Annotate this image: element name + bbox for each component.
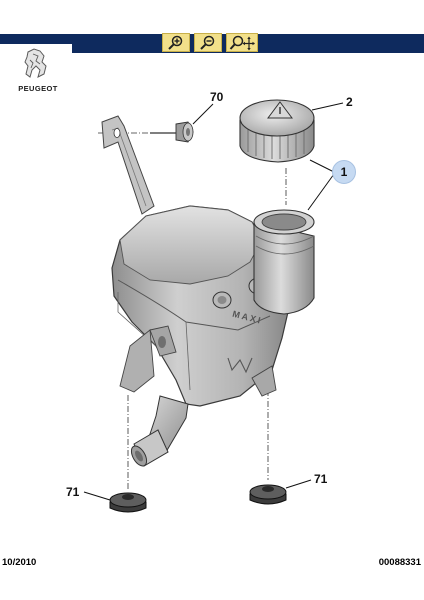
rubber-mount-left <box>109 492 147 513</box>
zoom-toolbar <box>162 33 258 54</box>
brand-logo <box>0 44 72 96</box>
callout-70: 70 <box>210 90 224 104</box>
zoom-out-button[interactable] <box>194 33 222 52</box>
leader-lines <box>83 102 344 501</box>
zoom-pan-button[interactable] <box>226 33 258 52</box>
callout-71-right: 71 <box>314 472 328 486</box>
outlet-pipe <box>130 395 189 467</box>
filler-cap <box>239 99 315 163</box>
magnifier-plus-icon <box>168 35 183 50</box>
expansion-tank <box>111 205 315 407</box>
brand-name: PEUGEOT <box>18 84 58 93</box>
lion-logo-icon <box>24 48 47 78</box>
callout-1[interactable]: 1 <box>332 160 356 184</box>
footer-date: 10/2010 <box>2 557 37 568</box>
callout-2: 2 <box>346 95 353 109</box>
callout-71-left: 71 <box>66 485 80 499</box>
magnifier-move-icon <box>229 35 255 50</box>
mounting-bracket <box>101 115 155 215</box>
rubber-mount-right <box>249 484 287 505</box>
magnifier-minus-icon <box>200 35 215 50</box>
footer-reference: 00088331 <box>378 557 421 568</box>
bolt-part <box>150 121 194 143</box>
zoom-in-button[interactable] <box>162 33 190 52</box>
